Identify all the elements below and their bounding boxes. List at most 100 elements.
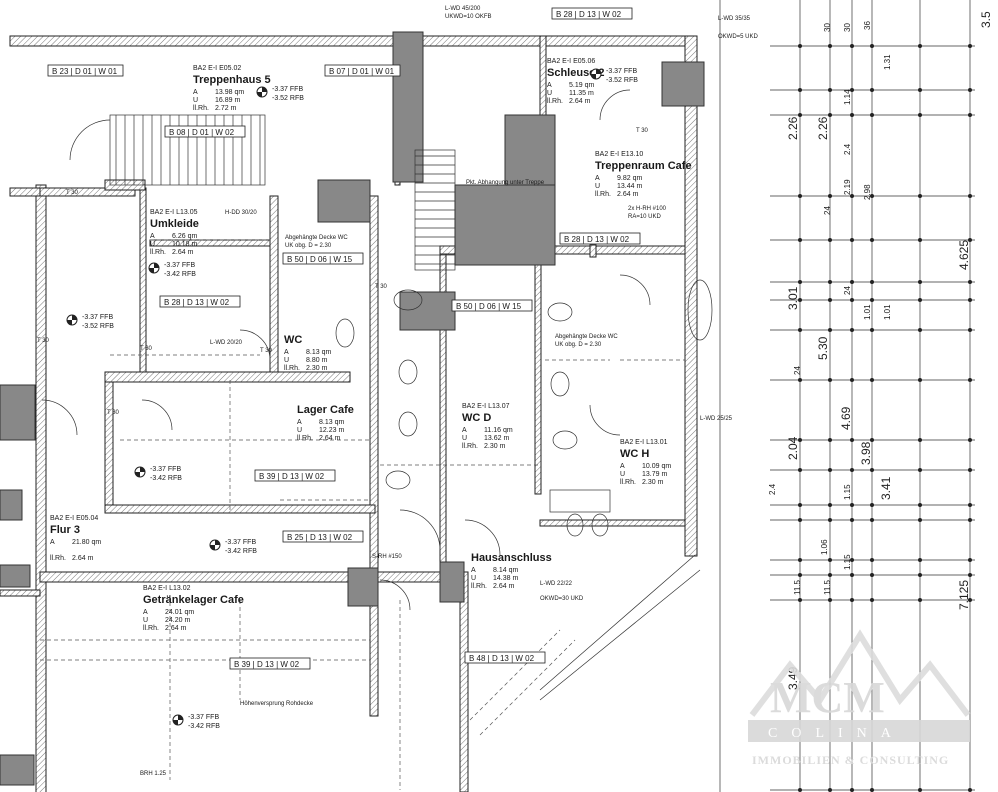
note: BRH 1.25: [140, 771, 167, 777]
dimension-tick: [968, 298, 972, 302]
note: T 30: [140, 346, 153, 352]
tag: B 28 | D 13 | W 02: [159, 295, 241, 308]
tag: B 23 | D 01 | W 01: [47, 64, 124, 77]
svg-text:A: A: [462, 427, 467, 434]
svg-text:Schleuse 2: Schleuse 2: [547, 67, 604, 79]
dimension-tick: [828, 438, 832, 442]
svg-text:2.64 m: 2.64 m: [569, 98, 591, 105]
svg-text:13.44 m: 13.44 m: [617, 183, 642, 190]
svg-text:ll.Rh.: ll.Rh.: [297, 435, 313, 442]
svg-text:8.13 qm: 8.13 qm: [319, 419, 344, 426]
dimension-tick: [870, 788, 874, 792]
dimension-tick: [870, 328, 874, 332]
dimension-tick: [918, 194, 922, 198]
dimension-tick: [850, 518, 854, 522]
tag: B 28 | D 13 | W 02: [551, 7, 633, 20]
svg-text:U: U: [193, 97, 198, 104]
level-marker: -3.37 FFB-3.42 RFB: [148, 262, 196, 278]
dim-2-26-b: 2.26: [816, 116, 830, 140]
svg-text:12.23 m: 12.23 m: [319, 427, 344, 434]
dimension-tick: [870, 113, 874, 117]
svg-text:8.80 m: 8.80 m: [306, 357, 328, 364]
dimension-tick: [828, 573, 832, 577]
note: L-WD 22/22: [540, 581, 573, 587]
svg-text:A: A: [620, 463, 625, 470]
tag: B 39 | D 13 | W 02: [254, 469, 336, 482]
dimension-tick: [918, 518, 922, 522]
dimension-tick: [968, 573, 972, 577]
dimension-tick: [850, 113, 854, 117]
svg-text:2.64 m: 2.64 m: [493, 583, 515, 590]
dimension-tick: [828, 238, 832, 242]
dimension-tick: [918, 598, 922, 602]
dimension-tick: [968, 378, 972, 382]
dimension-tick: [870, 503, 874, 507]
dimension-tick: [850, 298, 854, 302]
svg-text:ll.Rh.: ll.Rh.: [150, 249, 166, 256]
dimension-tick: [850, 573, 854, 577]
dim-2-98: 2.98: [863, 184, 872, 200]
dim-11-5-b: 11.5: [823, 579, 832, 595]
dim-1-01-a: 1.01: [863, 304, 872, 320]
tag: B 25 | D 13 | W 02: [282, 530, 364, 543]
dim-1-01-b: 1.01: [883, 304, 892, 320]
svg-text:BA2 E-I E05.04: BA2 E-I E05.04: [50, 515, 98, 522]
svg-text:Umkleide: Umkleide: [150, 218, 199, 230]
dimension-tick: [918, 438, 922, 442]
svg-text:11.16 qm: 11.16 qm: [484, 427, 513, 434]
dimension-tick: [798, 503, 802, 507]
dimension-tick: [968, 328, 972, 332]
svg-text:-3.37 FFB: -3.37 FFB: [225, 539, 256, 546]
dimension-tick: [850, 558, 854, 562]
svg-text:A: A: [150, 233, 155, 240]
svg-text:ll.Rh.: ll.Rh.: [193, 105, 209, 112]
note: RA=10 UKD: [628, 214, 662, 220]
dimension-tick: [828, 378, 832, 382]
note: T 30: [260, 348, 273, 354]
svg-text:WC: WC: [284, 334, 302, 346]
note: T 30: [375, 284, 388, 290]
dimension-tick: [870, 468, 874, 472]
svg-text:ll.Rh.: ll.Rh.: [620, 479, 636, 486]
dimension-tick: [798, 280, 802, 284]
note: H-DD 30/20: [225, 210, 257, 216]
svg-text:BA2 E-I L13.07: BA2 E-I L13.07: [462, 403, 510, 410]
logo-mark: MCM: [770, 673, 885, 722]
dim-3-41: 3.41: [879, 476, 893, 500]
note: T 30: [37, 338, 50, 344]
dimension-tick: [828, 788, 832, 792]
svg-text:BA2 E-I L13.02: BA2 E-I L13.02: [143, 585, 191, 592]
dimension-tick: [828, 598, 832, 602]
svg-text:9.82 qm: 9.82 qm: [617, 175, 642, 182]
svg-text:-3.37 FFB: -3.37 FFB: [150, 466, 181, 473]
dimension-tick: [918, 298, 922, 302]
svg-text:A: A: [297, 419, 302, 426]
level-markers: -3.37 FFB-3.52 RFB -3.37 FFB-3.52 RFB -3…: [66, 68, 638, 730]
svg-text:U: U: [595, 183, 600, 190]
fixtures: [335, 279, 713, 537]
dim-7-125: 7.125: [957, 580, 971, 610]
svg-text:B 48 | D 13 | W 02: B 48 | D 13 | W 02: [469, 654, 535, 663]
level-marker: -3.37 FFB-3.52 RFB: [590, 68, 638, 84]
note: L-WD 20/20: [210, 340, 243, 346]
element-tags: B 23 | D 01 | W 01 B 07 | D 01 | W 01 B …: [47, 7, 641, 670]
dimension-tick: [968, 238, 972, 242]
svg-text:B 50 | D 06 | W 15: B 50 | D 06 | W 15: [287, 255, 353, 264]
svg-text:16.89 m: 16.89 m: [215, 97, 240, 104]
svg-text:B 28 | D 13 | W 02: B 28 | D 13 | W 02: [556, 10, 622, 19]
svg-text:2.30 m: 2.30 m: [306, 365, 328, 372]
svg-text:B 08 | D 01 | W 02: B 08 | D 01 | W 02: [169, 128, 235, 137]
svg-text:21.80 qm: 21.80 qm: [72, 539, 101, 546]
svg-text:U: U: [143, 617, 148, 624]
note: T 30: [107, 410, 120, 416]
svg-text:2.64 m: 2.64 m: [165, 625, 187, 632]
dimension-tick: [828, 468, 832, 472]
svg-text:WC D: WC D: [462, 412, 491, 424]
svg-text:-3.37 FFB: -3.37 FFB: [188, 714, 219, 721]
dim-24-b: 24: [843, 286, 852, 295]
svg-text:Lager Cafe: Lager Cafe: [297, 404, 354, 416]
